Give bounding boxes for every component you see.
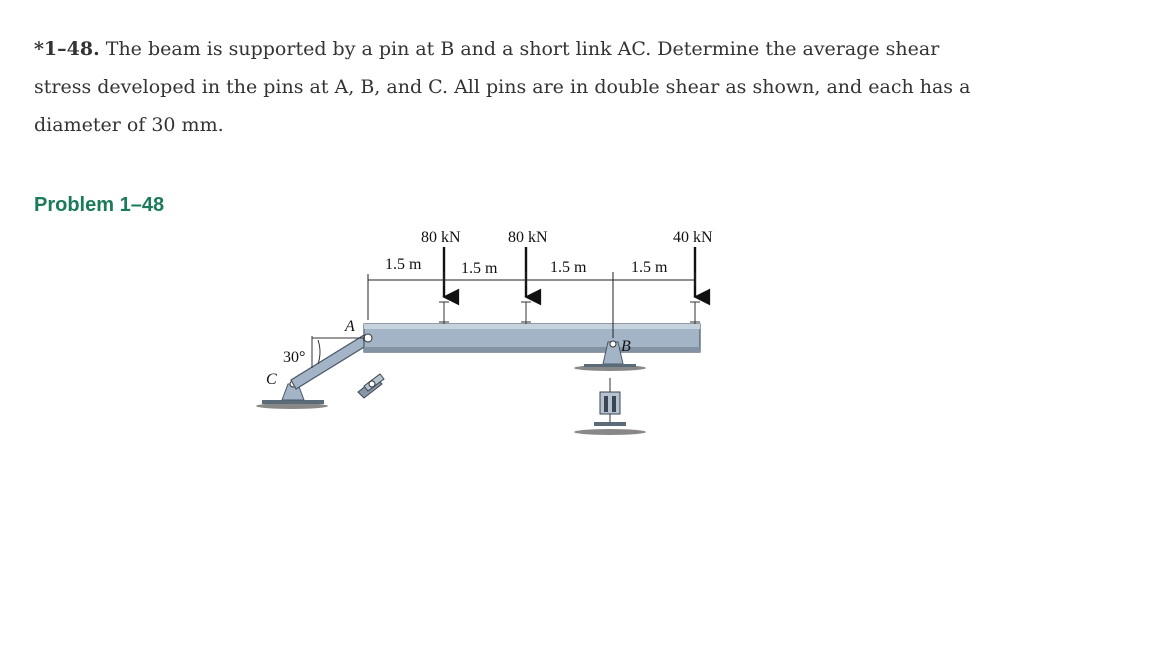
angle-label: 30° bbox=[283, 349, 305, 366]
spacing-label-1: 1.5 m bbox=[385, 256, 422, 273]
support-b bbox=[584, 340, 636, 367]
load-posts bbox=[439, 301, 700, 324]
point-label-c: C bbox=[266, 371, 277, 388]
beam bbox=[363, 323, 701, 353]
problem-statement: *1–48. The beam is supported by a pin at… bbox=[34, 30, 1034, 144]
point-label-a: A bbox=[344, 318, 355, 335]
load-label-1: 80 kN bbox=[421, 229, 461, 246]
spacing-label-4: 1.5 m bbox=[631, 259, 668, 276]
dimension-lines bbox=[367, 272, 696, 338]
spacing-label-3: 1.5 m bbox=[550, 259, 587, 276]
angle-annotation bbox=[311, 336, 365, 368]
support-b-detail bbox=[594, 378, 626, 426]
problem-label: Problem 1–48 bbox=[34, 194, 165, 216]
load-label-3: 40 kN bbox=[673, 229, 713, 246]
problem-text-line3: diameter of 30 mm. bbox=[34, 114, 224, 136]
problem-text-line2: stress developed in the pins at A, B, an… bbox=[34, 76, 971, 98]
problem-text-line1: The beam is supported by a pin at B and … bbox=[105, 38, 940, 60]
spacing-label-2: 1.5 m bbox=[461, 260, 498, 277]
ground-b-bottom bbox=[574, 429, 646, 435]
load-label-2: 80 kN bbox=[508, 229, 548, 246]
pin-a bbox=[363, 333, 373, 343]
problem-number: *1–48. bbox=[34, 38, 100, 60]
clevis-detail-a bbox=[357, 373, 385, 399]
ground-c bbox=[256, 403, 328, 409]
point-label-b: B bbox=[621, 338, 631, 355]
